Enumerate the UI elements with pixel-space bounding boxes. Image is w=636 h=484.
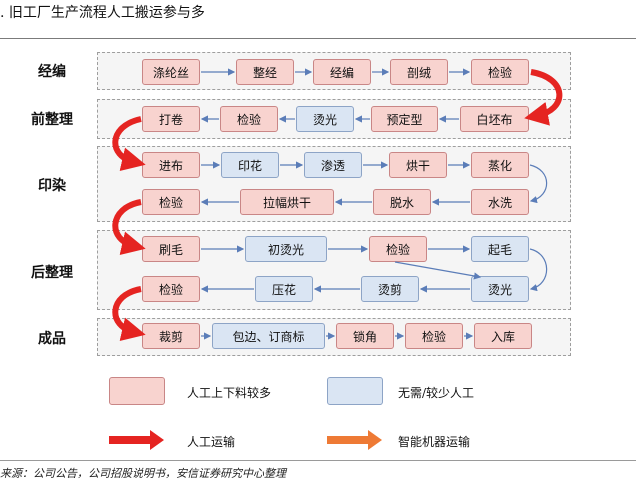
step-inspection-6: 检验 [405,323,463,349]
step-warp-knitting: 经编 [313,59,371,85]
step-inspection-3: 检验 [142,189,200,215]
step-velvet-splitting: 剖绒 [390,59,448,85]
step-initial-ironing: 初烫光 [245,236,327,262]
step-cutting: 裁剪 [142,323,200,349]
step-washing: 水洗 [471,189,529,215]
step-presetting: 预定型 [371,106,438,132]
step-brushing: 刷毛 [142,236,200,262]
step-warping: 整经 [236,59,294,85]
figure-title: . 旧工厂生产流程人工搬运参与多 [0,5,205,21]
step-rolling: 打卷 [142,106,200,132]
step-edging-labeling: 包边、订商标 [212,323,325,349]
stage-label-warp-knitting: 经编 [38,64,66,80]
step-inspection-1: 检验 [471,59,529,85]
step-warehousing: 入库 [474,323,532,349]
step-grey-cloth: 白坯布 [460,106,529,132]
legend-robot-arrow-icon [327,430,382,450]
step-dehydration: 脱水 [373,189,431,215]
source-note: 来源：公司公告，公司招股说明书，安信证券研究中心整理 [0,467,286,480]
step-corner-locking: 锁角 [336,323,394,349]
step-raising: 起毛 [471,236,529,262]
legend-label-manual-transport: 人工运输 [187,435,236,449]
step-inspection-2: 检验 [220,106,278,132]
step-tenter-drying: 拉幅烘干 [240,189,334,215]
step-ironing-2: 烫光 [471,276,529,302]
step-embossing: 压花 [255,276,313,302]
step-inspection-4: 检验 [369,236,427,262]
title-rule [0,38,636,39]
step-steaming: 蒸化 [471,152,529,178]
legend-label-robot-transport: 智能机器运输 [398,435,471,449]
legend-swatch-manual [109,377,165,405]
step-polyester-yarn: 涤纶丝 [142,59,200,85]
legend-manual-arrow-icon [109,430,164,450]
source-rule [0,460,636,461]
step-shearing: 烫剪 [361,276,419,302]
legend-label-auto: 无需/较少人工 [398,386,475,400]
stage-label-dyeing: 印染 [38,178,66,194]
stage-label-pretreatment: 前整理 [31,112,73,128]
legend-label-manual: 人工上下料较多 [187,386,272,400]
stage-label-product: 成品 [38,331,66,347]
step-feeding: 进布 [142,152,200,178]
step-drying: 烘干 [389,152,447,178]
legend-swatch-auto [327,377,383,405]
step-permeation: 渗透 [304,152,362,178]
stage-label-finishing: 后整理 [31,265,73,281]
step-ironing-1: 烫光 [296,106,354,132]
step-printing: 印花 [221,152,279,178]
step-inspection-5: 检验 [142,276,200,302]
